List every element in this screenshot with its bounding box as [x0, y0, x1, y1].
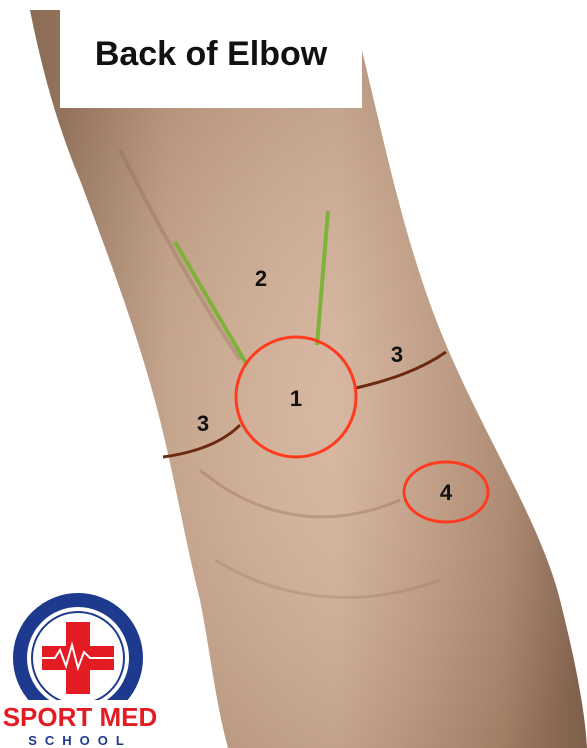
page-title: Back of Elbow [95, 35, 327, 74]
title-box: Back of Elbow [60, 0, 362, 108]
logo-line1: SPORT MED [3, 702, 158, 732]
logo-line2: SCHOOL [28, 733, 132, 748]
marker-3-left-label: 3 [197, 411, 209, 436]
marker-2-label: 2 [255, 266, 267, 291]
marker-1-label: 1 [290, 386, 302, 411]
marker-4-label: 4 [440, 480, 453, 505]
marker-3-right-label: 3 [391, 342, 403, 367]
sport-med-school-logo: SPORT MED SCHOOL [3, 600, 158, 748]
